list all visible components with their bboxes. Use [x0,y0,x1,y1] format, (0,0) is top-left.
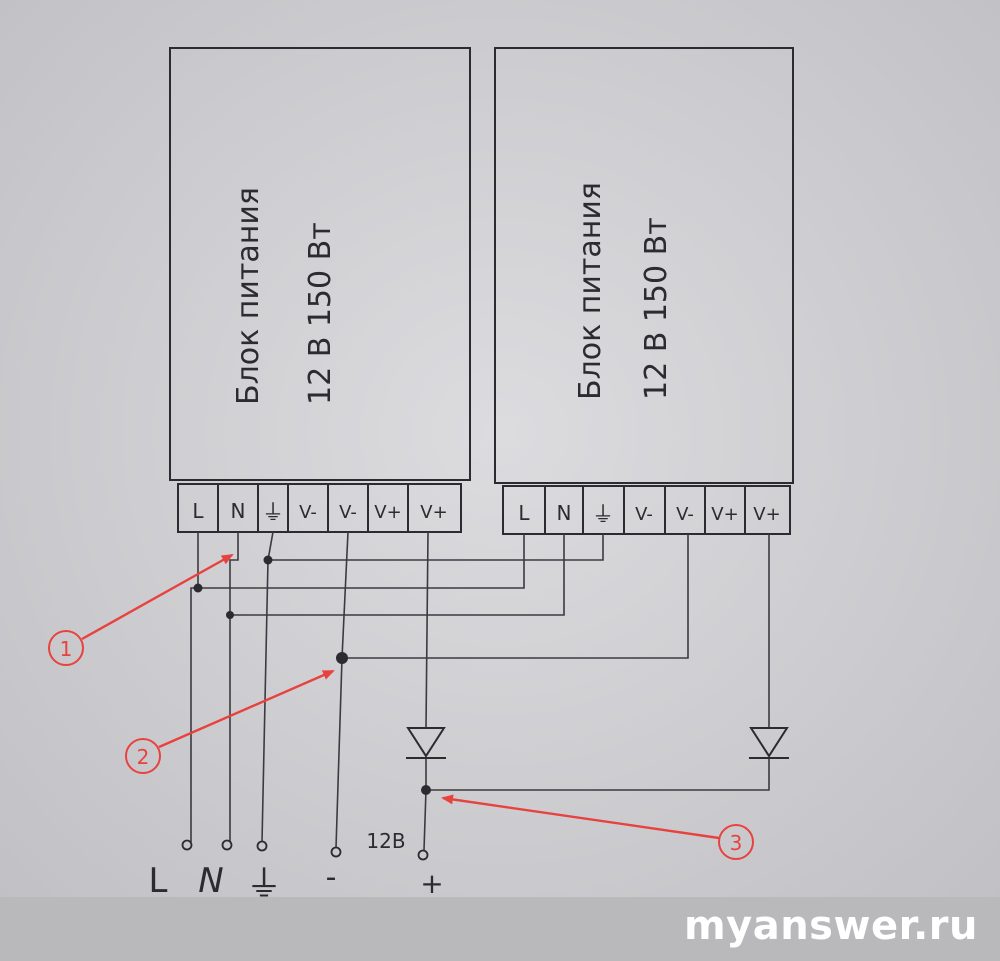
power-supply-right: Блок питания 12 В 150 Вт L N ⏚ V- V- V+ … [494,47,794,535]
wire-ground-bridge [268,534,604,561]
power-supply-left-body [169,47,471,481]
callout-2-number: 2 [137,745,150,769]
wire-n [229,532,239,842]
power-supply-right-title: Блок питания [573,182,608,400]
terminal-right-vplus-1: V+ [711,504,738,525]
output-terminal-plus [417,849,429,861]
terminal-block-right: L N ⏚ V- V- V+ V+ [502,485,791,535]
junction-ground [263,555,273,565]
output-terminal-n [221,839,233,851]
terminal-block-left: L N ⏚ V- V- V+ V+ [177,483,462,533]
terminal-right-vminus-2: V- [676,504,694,525]
callout-1: 1 [48,553,234,666]
power-supply-right-spec: 12 В 150 Вт [639,217,674,400]
power-supply-left: Блок питания 12 В 150 Вт L N ⏚ V- V- V+ … [169,47,471,533]
terminal-left-l: L [192,499,204,523]
wire-l-bridge [198,534,525,589]
wires [190,531,770,851]
callout-3-number: 3 [730,831,743,855]
callout-1-arrow [81,553,234,641]
terminal-right-vplus-2: V+ [753,504,780,525]
output-terminal-ground [256,840,268,852]
junction-l [193,583,203,593]
power-supply-right-body [494,47,794,484]
terminal-left-vminus-2: V- [339,502,357,523]
terminal-right-l: L [518,501,530,525]
diode-left [406,727,446,759]
output-label-n: N [198,861,223,901]
wire-vplus-left [425,531,429,729]
terminal-right-n: N [557,501,572,525]
output-label-plus: + [420,867,443,900]
callout-1-circle [48,630,84,666]
junction-vminus [336,652,348,664]
junction-vplus [421,785,431,795]
output-terminal-minus [330,846,342,858]
watermark: myanswer.ru [683,903,978,949]
callout-2-arrow [158,669,335,749]
terminal-left-vplus-1: V+ [374,502,401,523]
terminal-left-ground: ⏚ [262,501,284,526]
output-label-l: L [149,861,168,901]
junctions [193,555,431,795]
terminal-left-vminus-1: V- [299,502,317,523]
callout-1-number: 1 [60,637,73,661]
wire-vplus-join [426,758,770,791]
callout-3: 3 [441,794,754,860]
power-supply-left-title: Блок питания [231,187,266,405]
wire-n-bridge [230,534,565,616]
terminal-right-vminus-1: V- [635,504,653,525]
output-terminals [181,839,429,861]
terminal-left-vplus-2: V+ [420,502,447,523]
callout-2-circle [125,738,161,774]
terminal-left-n: N [231,499,246,523]
junction-n [226,611,234,619]
callout-3-circle [718,824,754,860]
output-label-minus: - [326,860,337,895]
callout-3-arrow [441,794,720,840]
callout-2: 2 [125,669,335,774]
wire-vminus-bridge [342,534,689,659]
diode-right [749,727,789,759]
footer-bar [0,897,1000,961]
output-label-voltage: 12В [366,829,405,853]
power-supply-left-spec: 12 В 150 Вт [303,222,338,405]
terminal-right-ground: ⏚ [592,503,614,528]
output-terminal-l [181,839,193,851]
